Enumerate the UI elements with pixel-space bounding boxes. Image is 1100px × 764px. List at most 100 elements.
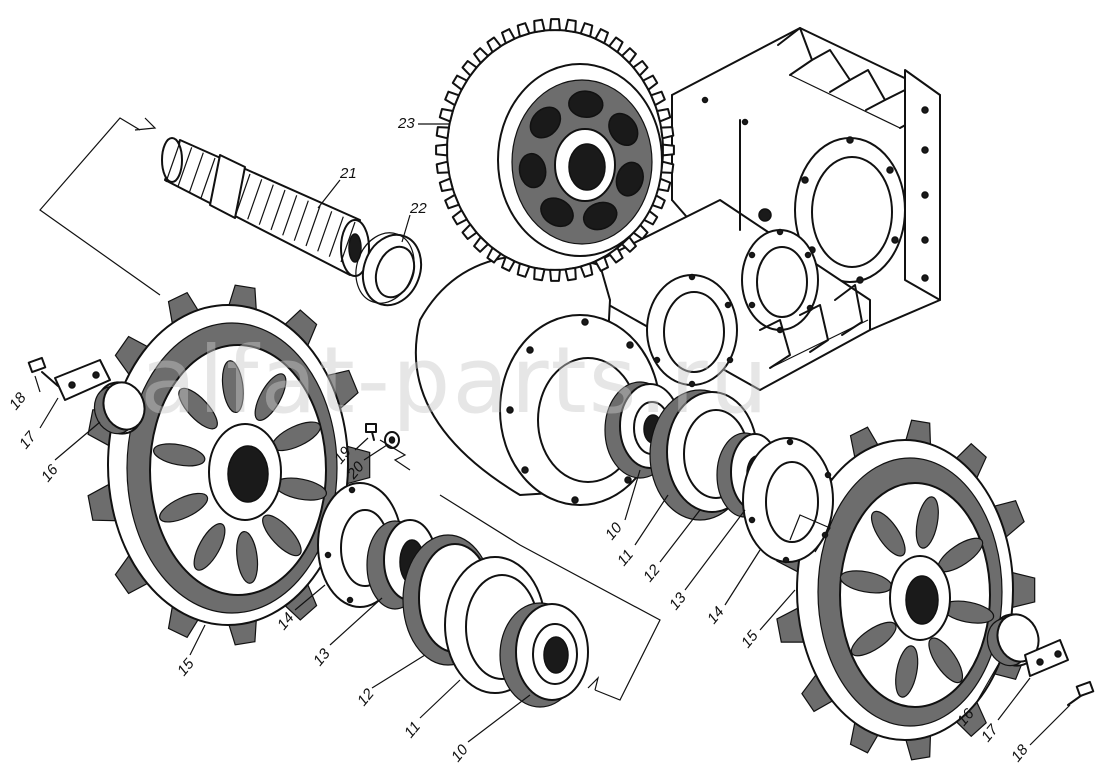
sprocket-left-spoke [221,360,244,414]
shaft-spline [305,205,321,247]
gear-tooth [549,268,561,282]
gear-tooth [451,74,468,91]
gear-window [615,161,644,197]
shaft-spline [200,157,216,199]
gear-tooth [660,126,675,140]
sprocket-left-spoke [159,492,209,523]
callout-22: 22 [409,200,427,217]
gear-tooth [533,18,546,34]
shaft-spline [258,184,274,225]
gear-tooth [579,262,594,278]
callout-11-right: 11 [614,546,637,569]
sprocket-left-spoke [153,443,206,467]
shaft-spline [177,147,193,188]
sprocket-right-spoke [870,510,906,557]
callout-10-right: 10 [602,519,626,543]
assembly-path-lines [39,117,831,701]
hardware-right [986,613,1095,706]
callout-18-left: 18 [6,389,30,413]
gear-tooth [564,266,577,282]
callout-21: 21 [339,165,357,182]
callout-leaders [34,123,1071,746]
callout-13-left: 13 [310,645,334,669]
sprocket-left-spoke [254,373,287,421]
callout-16-left: 16 [38,461,62,485]
sprocket-left-spoke [262,514,302,557]
callout-11-left: 11 [401,718,424,741]
gear-tooth [501,255,516,272]
sprocket-right-spoke [895,645,919,698]
shaft-spline [235,173,251,215]
gear-tooth [461,60,478,77]
callout-10-left: 10 [448,741,472,764]
gear-tooth [608,246,624,264]
sprocket-left-spoke [193,523,226,571]
gear-tooth [461,223,478,240]
gear-tooth [650,90,666,107]
left-bearing-stack [317,482,589,708]
sprocket-right-spoke [928,637,964,684]
sprocket-right-spokes [839,496,995,698]
gear-tooth [486,36,502,54]
gear-window [540,197,574,228]
sprocket-left-spoke [236,530,259,584]
gear-tooth [642,74,659,91]
gear-window [518,152,547,189]
callout-15-right: 15 [738,627,762,651]
gear-tooth [656,108,672,123]
gear-tooth [549,18,561,32]
gear-tooth [501,28,516,45]
gear-tooth [473,47,489,64]
seal-ring-22 [355,232,423,307]
shaft-spline [282,195,298,236]
gear-teeth [435,18,675,282]
splined-shaft-21 [161,137,370,277]
gear-tooth [444,90,460,107]
shaft-spline [247,179,263,220]
shaft-spline [340,221,356,263]
hardware-left [27,356,400,449]
gear-spokes [518,90,644,231]
gear-tooth [594,255,609,272]
callout-12-right: 12 [640,561,664,585]
gear-tooth [516,22,531,38]
gear-window [608,112,639,147]
sprocket-right-spoke [915,496,939,549]
shaft-spline [165,141,181,183]
gearbox-housing [414,27,941,506]
right-bearing-stack [604,381,834,564]
watermark-text: alfat-parts.ru [140,327,770,434]
gear-tooth [435,126,450,140]
callout-12-left: 12 [354,685,378,709]
gear-tooth [579,22,594,38]
shaft-spline [270,189,286,231]
sprocket-left-spokes [153,360,327,584]
shaft-spline [328,216,344,257]
sprocket-left-15 [87,284,371,646]
gear-tooth [451,209,468,226]
callout-15-left: 15 [174,655,198,679]
callout-13-right: 13 [666,589,690,613]
callout-14-right: 14 [704,604,728,628]
gear-23 [435,18,675,282]
gear-tooth [533,266,546,282]
callout-17-left: 17 [16,428,40,452]
sprocket-left-spoke [178,387,218,430]
gear-tooth [435,160,450,174]
callout-23: 23 [397,115,415,132]
sprocket-right-spoke [850,621,897,657]
gear-window [568,90,604,118]
callout-18-right: 18 [1008,741,1032,764]
gear-tooth [444,193,460,210]
gear-tooth [435,143,449,157]
gear-tooth [594,28,609,45]
gear-tooth [438,108,454,123]
sprocket-right-15 [776,419,1036,761]
gear-tooth [486,246,502,264]
gear-tooth [516,262,531,278]
gear-tooth [632,60,649,77]
shaft-spline [188,152,204,193]
gear-tooth [661,143,675,157]
